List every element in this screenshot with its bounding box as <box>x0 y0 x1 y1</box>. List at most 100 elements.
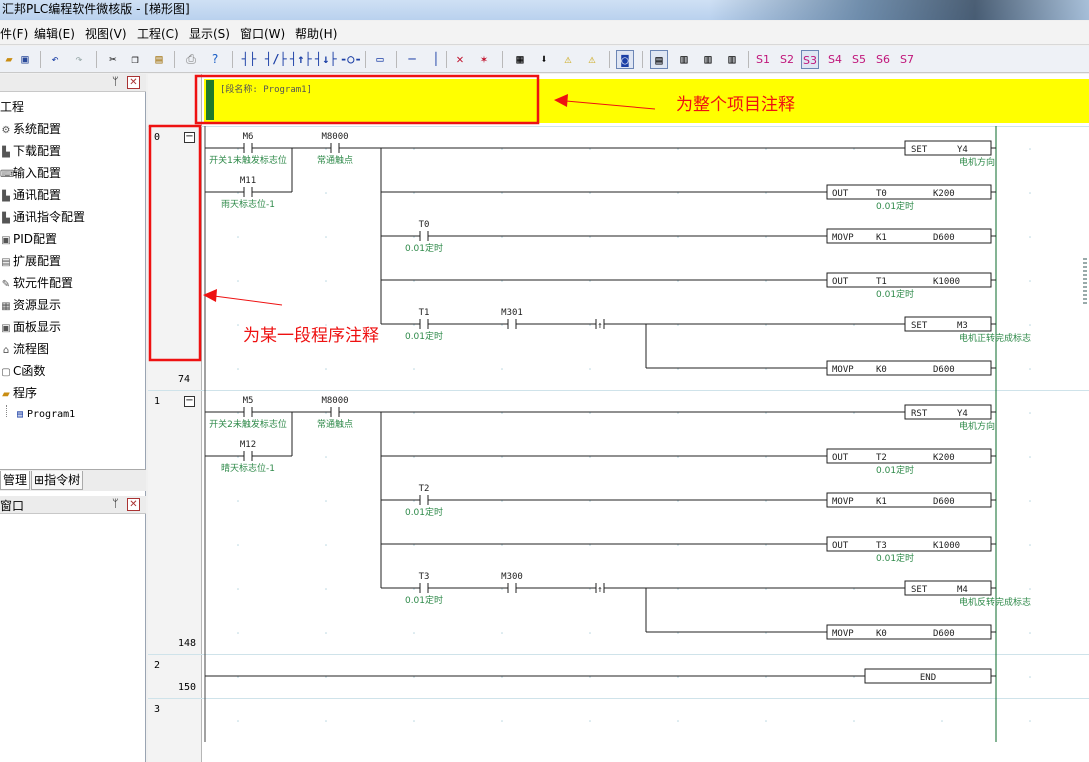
grid-dot <box>1029 280 1031 282</box>
help-icon[interactable]: ? <box>211 52 219 66</box>
copy-icon[interactable]: ❐ <box>131 52 139 66</box>
monitor-icon[interactable]: ◙ <box>616 50 634 69</box>
station-s5-button[interactable]: S5 <box>852 53 866 66</box>
pin-icon[interactable]: ᛘ <box>112 497 119 510</box>
redo-icon[interactable]: ↷ <box>75 52 83 66</box>
instruction-comment: 电机正转完成标志 <box>959 332 1031 344</box>
tab-manage[interactable]: 管理 <box>0 471 31 490</box>
contact-comment: 0.01定时 <box>405 594 443 606</box>
module-icon[interactable]: ▥ <box>704 52 712 66</box>
tree-item-download-config[interactable]: ▙下载配置 <box>0 141 61 161</box>
falling-edge-contact-icon[interactable]: ┤↓├ <box>315 52 337 66</box>
grid-dot <box>325 192 327 194</box>
station-s7-button[interactable]: S7 <box>900 53 914 66</box>
instruction-box-icon[interactable]: ▭ <box>376 52 384 66</box>
instruction-op: SET <box>911 145 928 155</box>
project-comment-band[interactable] <box>204 79 1089 123</box>
grid-dot <box>501 412 503 414</box>
menu-project[interactable]: 工程(C) <box>137 27 179 41</box>
grid-dot <box>765 500 767 502</box>
rising-edge-contact-icon[interactable]: ┤↑├ <box>290 52 312 66</box>
close-icon[interactable]: ✕ <box>127 498 140 511</box>
save-icon[interactable]: ▣ <box>21 52 29 66</box>
expansion-icon: ▤ <box>1 257 11 268</box>
menu-file[interactable]: 件(F) <box>0 27 29 41</box>
tree-item-device-config[interactable]: ✎软元件配置 <box>0 273 73 293</box>
tree-item-comm-instr-config[interactable]: ▙通讯指令配置 <box>0 207 85 227</box>
grid-dot <box>237 456 239 458</box>
ladder-editor[interactable]: 0 − 74 1 − 148 2 150 3 [段名称: Program1] M… <box>148 74 1089 762</box>
module-icon[interactable]: ▥ <box>728 52 736 66</box>
tab-label: 指令树 <box>44 473 81 487</box>
title-bar: 汇邦PLC编程软件微核版 - [梯形图] <box>0 0 1089 20</box>
grid-dot <box>237 324 239 326</box>
paste-icon[interactable]: ▤ <box>155 52 163 66</box>
grid-dot <box>413 368 415 370</box>
segment-comment-highlight <box>148 124 202 362</box>
tree-item-c-function[interactable]: ▢C函数 <box>0 361 45 381</box>
station-s2-button[interactable]: S2 <box>780 53 794 66</box>
gear-icon: ⚙ <box>1 125 11 136</box>
station-s4-button[interactable]: S4 <box>828 53 842 66</box>
station-s3-button[interactable]: S3 <box>801 50 819 69</box>
menu-edit[interactable]: 编辑(E) <box>34 27 75 41</box>
tree-item-panel-display[interactable]: ▣面板显示 <box>0 317 61 337</box>
module-icon[interactable]: ▥ <box>680 52 688 66</box>
tree-item-pid-config[interactable]: ▣PID配置 <box>0 229 57 249</box>
grid-dot <box>677 236 679 238</box>
undo-icon[interactable]: ↶ <box>51 52 59 66</box>
menu-help[interactable]: 帮助(H) <box>295 27 338 41</box>
menu-window[interactable]: 窗口(W) <box>240 27 286 41</box>
tree-root-project[interactable]: 工程 <box>0 97 24 117</box>
close-icon[interactable]: ✕ <box>127 76 140 89</box>
station-s1-button[interactable]: S1 <box>756 53 770 66</box>
tree-item-system-config[interactable]: ⚙系统配置 <box>0 119 62 139</box>
grid-dot <box>765 632 767 634</box>
vertical-line-icon[interactable]: │ <box>432 52 440 66</box>
station-s6-button[interactable]: S6 <box>876 53 890 66</box>
print-icon[interactable]: ⎙ <box>186 52 196 66</box>
grid-dot <box>853 324 855 326</box>
pin-icon[interactable]: ᛘ <box>112 75 119 88</box>
grid-dot <box>413 632 415 634</box>
delete-vertical-icon[interactable]: ✶ <box>480 52 488 66</box>
compile-icon[interactable]: ▦ <box>516 52 524 66</box>
grid-dot <box>237 500 239 502</box>
tree-item-input-config[interactable]: ⌨输入配置 <box>0 163 61 183</box>
horizontal-line-icon[interactable]: ─ <box>408 52 416 66</box>
instruction-comment: 电机方向 <box>959 156 995 168</box>
grid-dot <box>237 236 239 238</box>
menu-view[interactable]: 视图(V) <box>85 27 127 41</box>
project-panel-header: ᛘ ✕ <box>0 74 146 92</box>
tab-instruction-tree[interactable]: ⊞指令树 <box>31 471 84 490</box>
annotation-arrow-line <box>213 295 283 306</box>
warning-check-icon[interactable]: ⚠ <box>588 52 596 66</box>
no-contact-icon[interactable]: ┤├ <box>241 52 257 66</box>
tree-item-comm-config[interactable]: ▙通讯配置 <box>0 185 61 205</box>
grid-dot <box>501 500 503 502</box>
delete-horizontal-icon[interactable]: ✕ <box>456 52 464 66</box>
grid-dot <box>589 588 591 590</box>
tree-item-program[interactable]: ▰程序 <box>0 383 37 403</box>
segment-comment-annotation: 为某一段程序注释 <box>243 326 379 346</box>
download-icon[interactable]: ⬇ <box>540 52 548 66</box>
tree-item-flowchart[interactable]: ⌂流程图 <box>0 339 49 359</box>
tree-item-resource-display[interactable]: ▦资源显示 <box>0 295 61 315</box>
tree-item-program1[interactable]: ▤Program1 <box>14 405 75 425</box>
grid-dot <box>589 192 591 194</box>
open-icon[interactable]: ▰ <box>5 52 13 66</box>
scroll-grip[interactable] <box>1083 258 1087 304</box>
menu-display[interactable]: 显示(S) <box>189 27 230 41</box>
cut-icon[interactable]: ✂ <box>109 52 117 66</box>
warning-icon[interactable]: ⚠ <box>564 52 572 66</box>
collapse-icon[interactable]: − <box>184 395 195 407</box>
tree-item-expansion-config[interactable]: ▤扩展配置 <box>0 251 61 271</box>
grid-dot <box>1029 588 1031 590</box>
instruction-operand: D600 <box>933 233 955 243</box>
coil-icon[interactable]: -○- <box>340 52 362 66</box>
collapse-icon[interactable]: − <box>184 131 195 143</box>
toolbar-separator <box>174 51 175 68</box>
ladder-view-icon[interactable]: ▤ <box>650 50 668 69</box>
grid-dot <box>501 148 503 150</box>
nc-contact-icon[interactable]: ┤/├ <box>265 52 287 66</box>
